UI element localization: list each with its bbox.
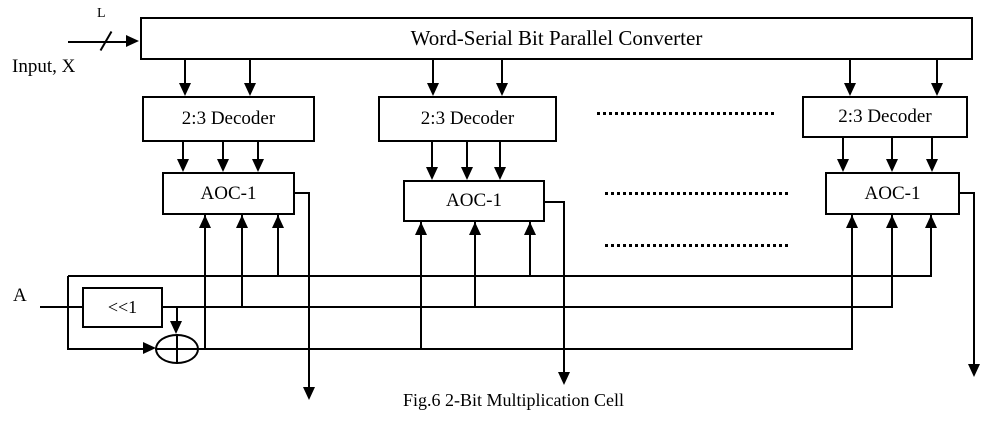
operand-input-wire [40,306,82,308]
shifted-a-to-xor-wire [176,308,178,323]
xor-bus-to-aoc3-wire [851,215,853,350]
decoder1-to-aoc1-arrowhead [217,159,229,172]
decoder1-to-aoc1-wire [182,142,184,160]
converter-to-decoder2-wire [501,60,503,85]
xor-bus-to-aoc1-wire [204,215,206,350]
converter-to-decoder1-wire [249,60,251,85]
shifted-bus-to-aoc3-wire [891,215,893,308]
word-serial-converter-label: Word-Serial Bit Parallel Converter [410,26,703,50]
xor-output-bus-line [199,348,853,350]
continuation-dots-aoc-row [605,192,789,195]
converter-to-decoder3-arrowhead [844,83,856,96]
word-serial-converter-box: Word-Serial Bit Parallel Converter [140,17,973,60]
xor-gate-plus-horizontal [155,348,199,350]
decoder1-to-aoc1-arrowhead [252,159,264,172]
shifted-a-bus-line [163,306,893,308]
input-bus-wire [68,41,126,43]
xor-input-arrowhead [143,342,156,354]
xor-bus-to-aoc3-arrowhead [846,215,858,228]
input-bus-arrowhead [126,35,139,47]
converter-to-decoder2-arrowhead [427,83,439,96]
a-bus-to-aoc2-wire [529,222,531,277]
aoc3-output-wire-h [960,192,975,194]
aoc-label-3: AOC-1 [864,182,921,204]
decoder2-to-aoc2-arrowhead [494,167,506,180]
xor-bus-to-aoc2-arrowhead [415,222,427,235]
decoder1-to-aoc1-wire [222,142,224,160]
decoder-label-1: 2:3 Decoder [181,108,276,129]
continuation-dots-decoder-row [597,112,777,115]
converter-to-decoder1-arrowhead [179,83,191,96]
shifted-bus-to-aoc1-arrowhead [236,215,248,228]
a-bus-to-aoc2-arrowhead [524,222,536,235]
decoder3-to-aoc3-wire [891,138,893,160]
shifted-bus-to-aoc1-wire [241,215,243,308]
aoc1-output-arrowhead [303,387,315,400]
converter-to-decoder2-arrowhead [496,83,508,96]
continuation-dots-bus-row [605,244,791,247]
decoder-label-3: 2:3 Decoder [838,106,932,127]
decoder2-to-aoc2-wire [499,142,501,168]
figure-caption: Fig.6 2-Bit Multiplication Cell [402,390,624,410]
decoder2-to-aoc2-wire [466,142,468,168]
decoder3-to-aoc3-arrowhead [886,159,898,172]
converter-to-decoder2-wire [432,60,434,85]
decoder2-to-aoc2-arrowhead [426,167,438,180]
decoder-label-2: 2:3 Decoder [420,108,515,129]
decoder2-to-aoc2-wire [431,142,433,168]
shifted-bus-to-aoc2-wire [474,222,476,308]
aoc2-output-arrowhead [558,372,570,385]
decoder1-to-aoc1-wire [257,142,259,160]
shifted-a-to-xor-arrowhead [170,321,182,334]
aoc2-output-wire-h [545,201,565,203]
bus-width-label: L [97,6,106,21]
decoder-box-1: 2:3 Decoder [142,96,315,142]
converter-to-decoder3-wire [936,60,938,85]
converter-to-decoder1-wire [184,60,186,85]
shifted-bus-to-aoc2-arrowhead [469,222,481,235]
decoder1-to-aoc1-arrowhead [177,159,189,172]
xor-bus-to-aoc2-wire [420,222,422,350]
aoc-label-1: AOC-1 [200,182,257,204]
a-bus-to-aoc3-arrowhead [925,215,937,228]
converter-to-decoder1-arrowhead [244,83,256,96]
aoc3-output-wire-v [973,192,975,364]
xor-bus-to-aoc1-arrowhead [199,215,211,228]
decoder3-to-aoc3-arrowhead [926,159,938,172]
decoder3-to-aoc3-wire [931,138,933,160]
decoder-box-3: 2:3 Decoder [802,96,968,138]
a-bus-to-aoc1-wire [277,215,279,277]
xor-input-wire [68,348,144,350]
aoc1-output-wire-v [308,192,310,388]
shift-left-box: <<1 [82,287,163,328]
operand-branch-wire [67,276,69,350]
aoc1-output-wire-h [295,192,310,194]
aoc-box-1: AOC-1 [162,172,295,215]
aoc-box-3: AOC-1 [825,172,960,215]
aoc2-output-wire-v [563,201,565,372]
decoder3-to-aoc3-arrowhead [837,159,849,172]
input-label: Input, X [12,56,76,77]
aoc3-output-arrowhead [968,364,980,377]
decoder2-to-aoc2-arrowhead [461,167,473,180]
shift-left-label: <<1 [107,297,138,317]
aoc-label-2: AOC-1 [446,190,502,211]
operand-label: A [13,285,27,306]
a-bus-to-aoc3-wire [930,215,932,277]
decoder-box-2: 2:3 Decoder [378,96,557,142]
a-bus-line [68,275,932,277]
converter-to-decoder3-arrowhead [931,83,943,96]
decoder3-to-aoc3-wire [842,138,844,160]
a-bus-to-aoc1-arrowhead [272,215,284,228]
shifted-bus-to-aoc3-arrowhead [886,215,898,228]
converter-to-decoder3-wire [849,60,851,85]
aoc-box-2: AOC-1 [403,180,545,222]
